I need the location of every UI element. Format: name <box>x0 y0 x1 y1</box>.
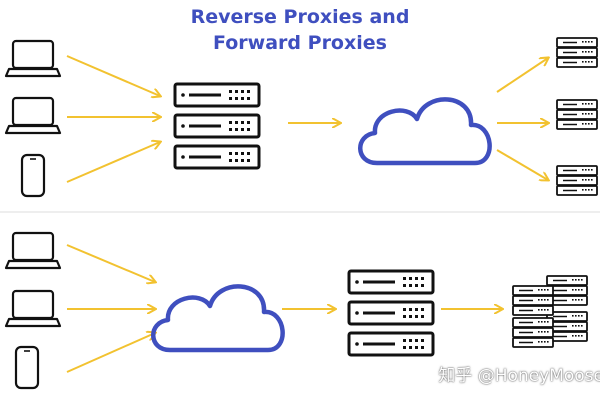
origin-server-icon <box>557 38 597 67</box>
arrow-laptop-to-cloud <box>66 244 155 282</box>
smartphone-icon <box>20 153 46 198</box>
laptop-icon <box>4 231 62 270</box>
laptop-icon <box>4 96 62 135</box>
origin-server-icon <box>557 100 597 129</box>
origin-server-icon <box>557 166 597 195</box>
diagram-title-line-2: Forward Proxies <box>213 32 387 54</box>
reverse-proxy-server-icon <box>173 82 261 170</box>
destination-server-cluster-icon <box>512 275 588 348</box>
internet-cloud-icon <box>360 99 489 163</box>
laptop-icon <box>4 289 62 328</box>
internet-cloud-icon <box>153 286 282 350</box>
arrow-cloud-to-server <box>496 149 548 180</box>
smartphone-icon <box>14 345 40 390</box>
arrow-cloud-to-server <box>496 58 548 93</box>
diagram-title-line-1: Reverse Proxies and <box>190 6 410 28</box>
watermark-text: 知乎 @HoneyMoose <box>438 366 600 386</box>
laptop-icon <box>4 39 62 78</box>
forward-proxy-server-icon <box>347 269 435 357</box>
forward-proxy-section <box>4 231 588 390</box>
arrow-laptop-to-proxy <box>66 55 160 96</box>
reverse-proxy-section <box>4 38 597 198</box>
arrow-phone-to-cloud <box>66 333 155 373</box>
arrow-phone-to-proxy <box>66 142 160 183</box>
